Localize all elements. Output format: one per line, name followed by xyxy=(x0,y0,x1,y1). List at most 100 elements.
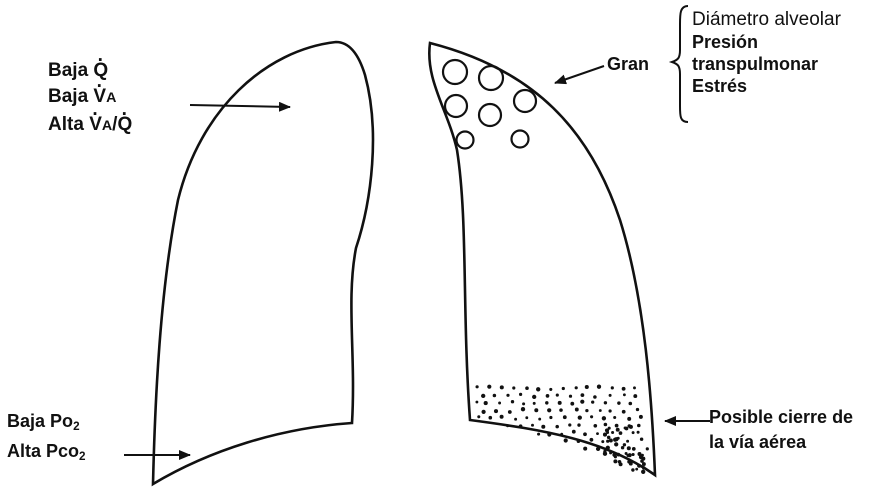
alveolus-circle xyxy=(445,95,467,117)
stipple-dot xyxy=(609,409,612,412)
stipple-dot xyxy=(583,447,587,451)
stipple-dot xyxy=(617,453,621,457)
stipple-dot xyxy=(514,418,517,421)
stipple-dot xyxy=(484,401,488,405)
stipple-dot xyxy=(494,409,498,413)
stipple-dot xyxy=(498,402,501,405)
stipple-dot xyxy=(545,401,548,404)
stipple-dot xyxy=(617,401,620,404)
stipple-dot xyxy=(602,416,606,420)
stipple-dot xyxy=(601,440,604,443)
stipple-dot xyxy=(609,394,612,397)
stipple-dot xyxy=(475,401,478,404)
stipple-dot xyxy=(585,385,589,389)
stipple-dot xyxy=(536,387,540,391)
stipple-dot xyxy=(585,409,588,412)
stipple-dot xyxy=(611,431,614,434)
stipple-dot xyxy=(631,468,634,471)
stipple-dot xyxy=(629,402,633,406)
stipple-dot xyxy=(640,459,644,463)
stipple-dot xyxy=(493,394,497,398)
arrow-to-left-apex xyxy=(190,105,290,107)
stipple-dot xyxy=(633,386,636,389)
alveolus-circle xyxy=(479,104,501,126)
label-high-pco2: Alta Pco2 xyxy=(7,442,86,463)
stipple-dot xyxy=(603,452,607,456)
stipple-dot xyxy=(583,432,587,436)
stipple-dot xyxy=(615,424,619,428)
stipple-dot xyxy=(558,401,562,405)
stipple-dot xyxy=(629,425,633,429)
stipple-dot xyxy=(616,428,620,432)
stipple-dot xyxy=(559,408,563,412)
stipple-dot xyxy=(581,393,585,397)
stipple-dot xyxy=(596,447,600,451)
stipple-dot xyxy=(626,440,629,443)
stipple-dot xyxy=(547,432,551,436)
stipple-dot xyxy=(563,415,567,419)
alveolus-circle xyxy=(479,66,503,90)
stipple-dot xyxy=(555,425,559,429)
alveolus-circle xyxy=(443,60,467,84)
stipple-dot xyxy=(541,425,545,429)
stipple-dot xyxy=(560,433,563,436)
stipple-dot xyxy=(637,431,640,434)
stipple-dot xyxy=(599,409,602,412)
stipple-dot xyxy=(603,433,607,437)
stipple-dot xyxy=(487,385,491,389)
stipple-dot xyxy=(577,439,581,443)
label-transpulmonary-pressure: Presión xyxy=(692,33,758,51)
properties-brace xyxy=(672,6,688,122)
stipple-dot xyxy=(546,394,550,398)
label-low-ventilation: Baja VA xyxy=(48,87,116,106)
stipple-dot xyxy=(639,415,643,419)
label-large: Gran xyxy=(607,55,649,73)
stipple-dot xyxy=(591,400,594,403)
stipple-dot xyxy=(556,394,559,397)
stipple-dot xyxy=(519,424,523,428)
stipple-dot xyxy=(580,400,584,404)
alveolus-circle xyxy=(457,132,474,149)
stipple-dot xyxy=(637,424,641,428)
stipple-dot xyxy=(534,408,538,412)
stipple-dot xyxy=(624,427,627,430)
stipple-dot xyxy=(481,394,485,398)
stipple-dot xyxy=(622,387,626,391)
stipple-dot xyxy=(627,460,631,464)
stipple-dot xyxy=(593,395,597,399)
stipple-dot xyxy=(506,424,509,427)
label-airway: la vía aérea xyxy=(709,433,806,451)
stipple-dot xyxy=(570,402,574,406)
left-lung-outline xyxy=(153,42,373,484)
stipple-dot xyxy=(506,394,509,397)
stipple-dot xyxy=(604,401,607,404)
stipple-dot xyxy=(511,400,514,403)
stipple-dot xyxy=(632,431,635,434)
stipple-dot xyxy=(609,439,613,443)
stipple-dot xyxy=(606,440,609,443)
airway-closure-stipple xyxy=(475,385,648,474)
stipple-dot xyxy=(619,462,623,466)
stipple-dot xyxy=(607,436,611,440)
stipple-dot xyxy=(623,443,626,446)
stipple-dot xyxy=(525,386,529,390)
stipple-dot xyxy=(500,415,504,419)
arrow-to-right-apex xyxy=(555,66,604,83)
stipple-dot xyxy=(646,447,649,450)
alveolus-circle xyxy=(514,90,536,112)
stipple-dot xyxy=(632,453,635,456)
stipple-dot xyxy=(549,388,552,391)
stipple-dot xyxy=(611,386,614,389)
stipple-dot xyxy=(613,416,616,419)
label-high-va-q-ratio: Alta VA/Q xyxy=(48,115,132,134)
stipple-dot xyxy=(572,430,576,434)
stipple-dot xyxy=(596,432,599,435)
stipple-dot xyxy=(641,470,645,474)
stipple-dot xyxy=(538,418,541,421)
stipple-dot xyxy=(614,442,618,446)
stipple-dot xyxy=(564,438,568,442)
stipple-dot xyxy=(519,393,522,396)
stipple-dot xyxy=(575,408,579,412)
right-lung-outline xyxy=(429,43,655,475)
